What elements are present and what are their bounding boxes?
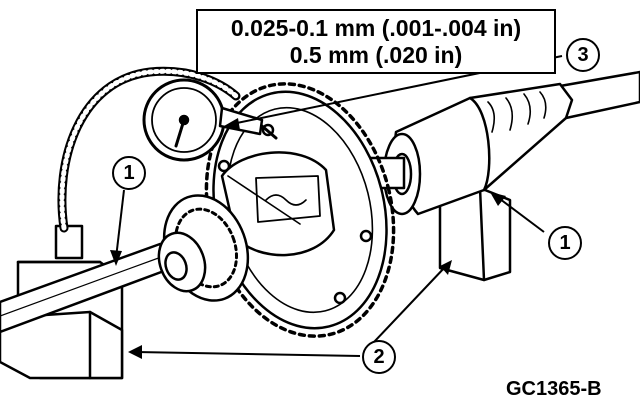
callout-support-left: 1 [112, 156, 146, 190]
side-gear-bearing [157, 194, 250, 302]
callout-support-right: 1 [548, 226, 582, 260]
leader-right-block [495, 195, 545, 233]
dial-indicator [142, 78, 278, 162]
figure-code: GC1365-B [506, 378, 602, 400]
arrowhead-right-block [490, 192, 506, 206]
spec-runout-range: 0.025-0.1 mm (.001-.004 in) [230, 14, 522, 41]
leader-left-block [115, 189, 125, 259]
leader-bottom-to-right-block [373, 265, 447, 343]
arrowhead-indicator [224, 118, 240, 130]
differential-case [220, 151, 336, 257]
leader-bottom-to-left-block [135, 351, 361, 357]
indicator-mount [54, 66, 241, 260]
arrowhead-bottom-right [440, 260, 452, 275]
arrowhead-left-block [110, 250, 122, 266]
callout-dial-indicator: 3 [566, 38, 600, 72]
spec-runout-max: 0.5 mm (.020 in) [289, 41, 463, 68]
right-axle-assembly [368, 70, 640, 216]
callout-supports-bottom: 2 [362, 340, 396, 374]
arrowhead-bottom-left [128, 345, 142, 359]
specification-box: 0.025-0.1 mm (.001-.004 in) 0.5 mm (.020… [196, 9, 556, 74]
